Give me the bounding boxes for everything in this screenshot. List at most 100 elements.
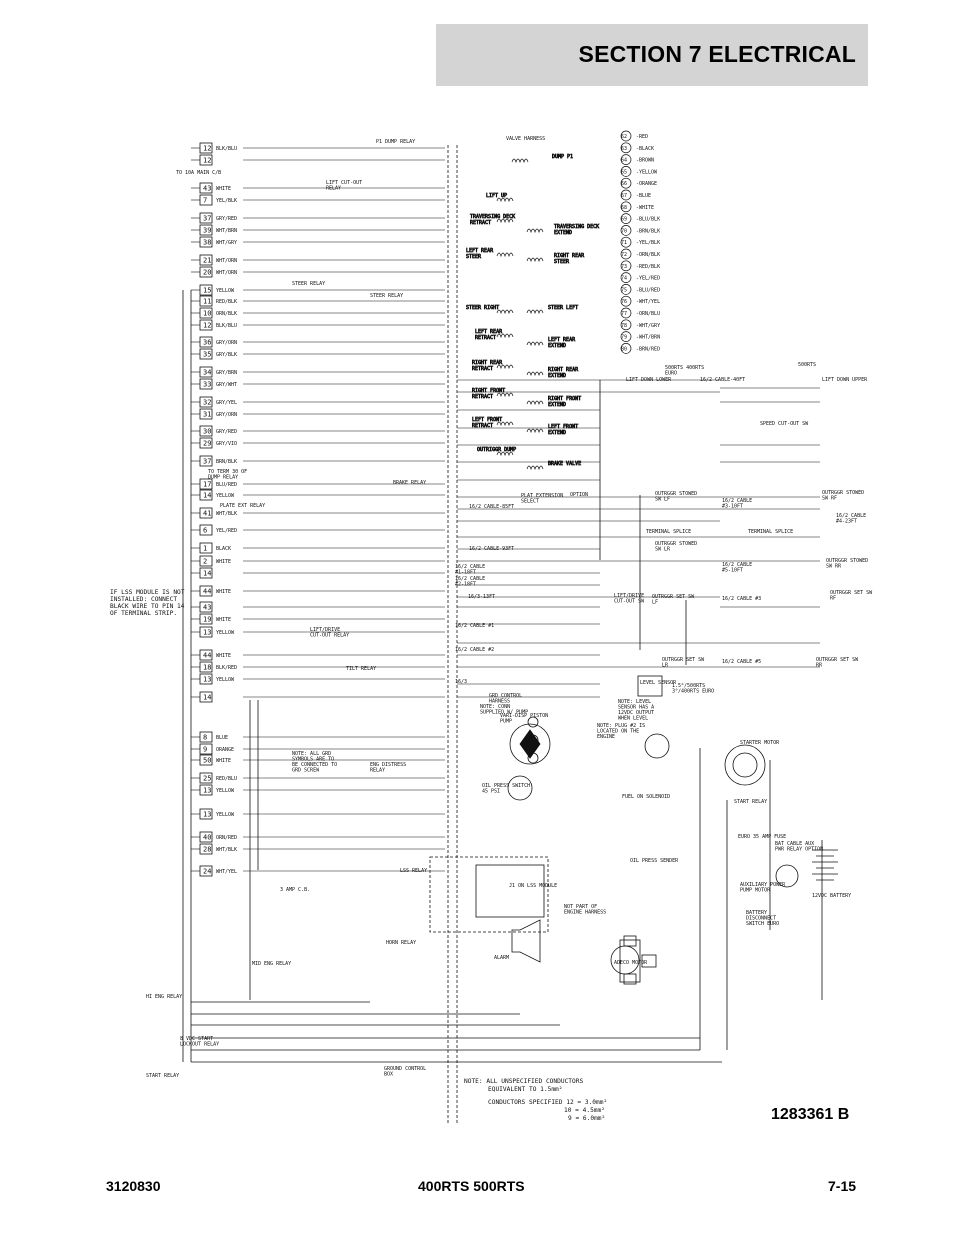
label-line: HORN RELAY xyxy=(386,940,416,946)
valve-label: TRAVERSING DECK xyxy=(554,224,599,230)
label-plate-ext-relay: PLATE EXT RELAY xyxy=(220,503,265,509)
label-line: FUEL ON SOLENOID xyxy=(622,794,670,800)
label-line: WHEN LEVEL xyxy=(618,716,648,722)
valve-label: LEFT REAR xyxy=(475,329,503,335)
terminal-wire-color: WHITE xyxy=(216,653,231,659)
label-line: 500RTS 400RTS xyxy=(665,365,704,371)
wire-number: 65 xyxy=(621,169,627,175)
label-cable-18-2: 16/2 CABLE#2-18FT xyxy=(455,576,485,588)
label-tilt-relay: TILT RELAY xyxy=(346,666,376,672)
label-line: BAT CABLE AUX xyxy=(775,841,814,847)
label-line: BE CONNECTED TO xyxy=(292,762,337,768)
wire-color-key-64: 64-BROWN xyxy=(620,154,654,165)
wire-color-key-68: 68-WHITE xyxy=(620,201,654,213)
wire-color-key-80: 80-BRN/RED xyxy=(620,343,660,354)
terminal-11: 11 RED/BLK xyxy=(199,295,237,307)
wire-number: 68 xyxy=(621,205,627,211)
label-line: SUPPLIED W/ PUMP xyxy=(480,710,528,716)
valve-label: DUMP P1 xyxy=(552,154,573,160)
terminal-wire-color: GRY/YEL xyxy=(216,400,237,406)
label-line: HI ENG RELAY xyxy=(146,994,182,1000)
wire-color-name: -WHT/YEL xyxy=(636,299,660,305)
valve-label: RETRACT xyxy=(472,366,493,372)
label-cable-4-23: 16/2 CABLE#4-23FT xyxy=(836,513,866,525)
label-line: TERMINAL SPLICE xyxy=(748,529,793,535)
plug-icon xyxy=(644,733,670,759)
terminal-pin-number: 13 xyxy=(203,629,211,637)
label-line: OUTRGGR SET SW xyxy=(652,594,695,600)
wire-number: 75 xyxy=(621,287,627,293)
terminal-wire-color: WHT/GRY xyxy=(216,240,237,246)
terminal-wire-color: BLK/BLU xyxy=(216,146,237,152)
wire-color-name: -BLUE xyxy=(636,193,651,199)
wire-number: 70 xyxy=(621,228,627,234)
label-line: RELAY xyxy=(370,768,385,774)
terminal-pin-number: 44 xyxy=(203,588,211,596)
label-cable-1: 16/2 CABLE #1 xyxy=(455,623,494,629)
label-cable-2: 16/2 CABLE #2 xyxy=(455,647,494,653)
terminal-pin-number: 20 xyxy=(203,269,211,277)
label-oil-press-sender: OIL PRESS SENDER xyxy=(630,858,679,864)
label-cable-85: 16/2 CABLE-85FT xyxy=(469,504,514,510)
terminal-pin-number: 12 xyxy=(203,322,211,330)
label-cable-5: 16/2 CABLE #5 xyxy=(722,659,761,665)
valve-label: RIGHT FRONT xyxy=(548,396,581,402)
wire-color-key-65: 65-YELLOW xyxy=(620,166,658,177)
wire-color-name: -ORANGE xyxy=(636,181,657,187)
footer-doc-number: 3120830 xyxy=(106,1178,161,1194)
wire-color-key-67: 67-BLUE xyxy=(620,189,651,201)
terminal-12: 12 BLK/BLU xyxy=(199,142,237,154)
label-line: #2-18FT xyxy=(455,582,476,588)
wire-color-name: -YEL/RED xyxy=(636,276,660,282)
terminal-pin-number: 13 xyxy=(203,787,211,795)
label-cable-5-10: 16/2 CABLE#5-10FT xyxy=(722,562,752,574)
wire-number: 66 xyxy=(621,181,627,187)
terminal-wire-color: WHT/ORN xyxy=(216,270,237,276)
label-steer-relay: STEER RELAY xyxy=(370,293,403,299)
valve-coil-steer-right: STEER RIGHT xyxy=(466,305,514,315)
terminal-wire-color: RED/BLK xyxy=(216,299,237,305)
terminal-wire-color: BLU/RED xyxy=(216,482,237,488)
terminal-pin-number: 2 xyxy=(203,558,207,566)
wire-color-key-74: 74-YEL/RED xyxy=(620,272,660,283)
label-cb-3amp: 3 AMP C.B. xyxy=(280,887,310,893)
label-lss-module: J1 ON LSS MODULE xyxy=(509,883,557,889)
label-line: OIL PRESS SWITCH xyxy=(482,783,530,789)
label-line: CUT-OUT SW xyxy=(614,599,645,605)
piston-pump-icon xyxy=(509,723,551,765)
valve-label: LEFT REAR xyxy=(466,248,494,254)
label-fuel-solenoid: FUEL ON SOLENOID xyxy=(622,794,670,800)
label-line: BATTERY xyxy=(746,910,767,916)
terminal-pin-number: 25 xyxy=(203,775,211,783)
label-line: ENG DISTRESS xyxy=(370,762,406,768)
terminal-pin-number: 12 xyxy=(203,145,211,153)
wire-color-key-66: 66 -ORANGE xyxy=(620,177,657,189)
wire-color-key-69: 69-BLU/BLK xyxy=(620,213,660,224)
valve-label: RIGHT REAR xyxy=(554,253,585,259)
label-line: 45 PSI xyxy=(482,789,500,795)
valve-label: RETRACT xyxy=(472,423,493,429)
label-cable-18-1: 16/2 CABLE#1-18FT xyxy=(455,564,485,576)
terminal-wire-color: WHT/BLK xyxy=(216,847,237,853)
label-line: SW LF xyxy=(655,497,670,503)
terminal-pin-number: 11 xyxy=(203,298,211,306)
wire-number: 78 xyxy=(621,323,627,329)
valve-label: LIFT UP xyxy=(486,193,507,199)
